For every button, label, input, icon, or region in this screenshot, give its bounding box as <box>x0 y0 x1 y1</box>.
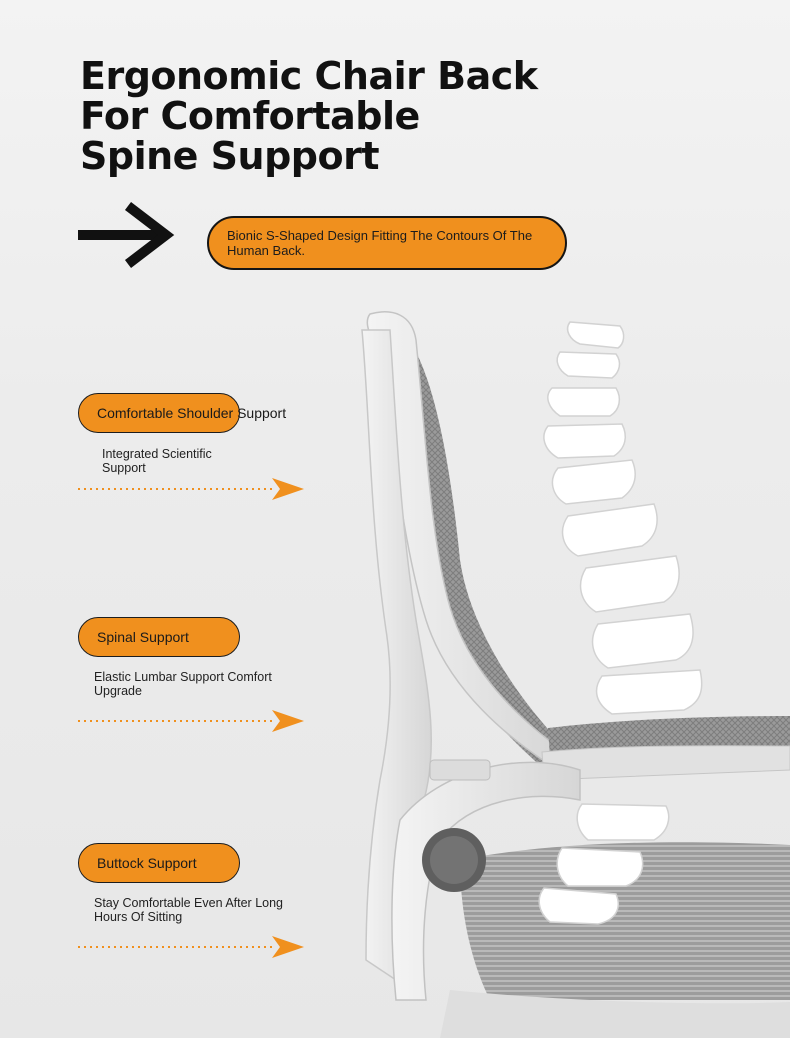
title-line-2: For Comfortable <box>80 94 420 138</box>
feature-pill-spinal: Spinal Support <box>78 617 240 657</box>
chair-illustration <box>361 311 790 1038</box>
title-line-3: Spine Support <box>80 134 379 178</box>
feature-desc-buttock: Stay Comfortable Even After Long Hours O… <box>94 896 283 924</box>
right-arrow-icon <box>78 202 175 268</box>
feature-desc-spinal: Elastic Lumbar Support Comfort Upgrade <box>94 670 272 698</box>
highlight-pill: Bionic S-Shaped Design Fitting The Conto… <box>207 216 567 270</box>
dotted-arrow-icon <box>78 710 304 732</box>
page-title: Ergonomic Chair Back For Comfortable Spi… <box>80 56 538 176</box>
title-line-1: Ergonomic Chair Back <box>80 54 538 98</box>
spine-icon <box>543 321 703 715</box>
feature-pill-shoulder: Comfortable Shoulder Support <box>78 393 286 433</box>
feature-pill-buttock: Buttock Support <box>78 843 240 883</box>
dotted-arrow-icon <box>78 478 304 500</box>
feature-desc-shoulder: Integrated Scientific Support <box>102 447 212 475</box>
dotted-arrow-icon <box>78 936 304 958</box>
